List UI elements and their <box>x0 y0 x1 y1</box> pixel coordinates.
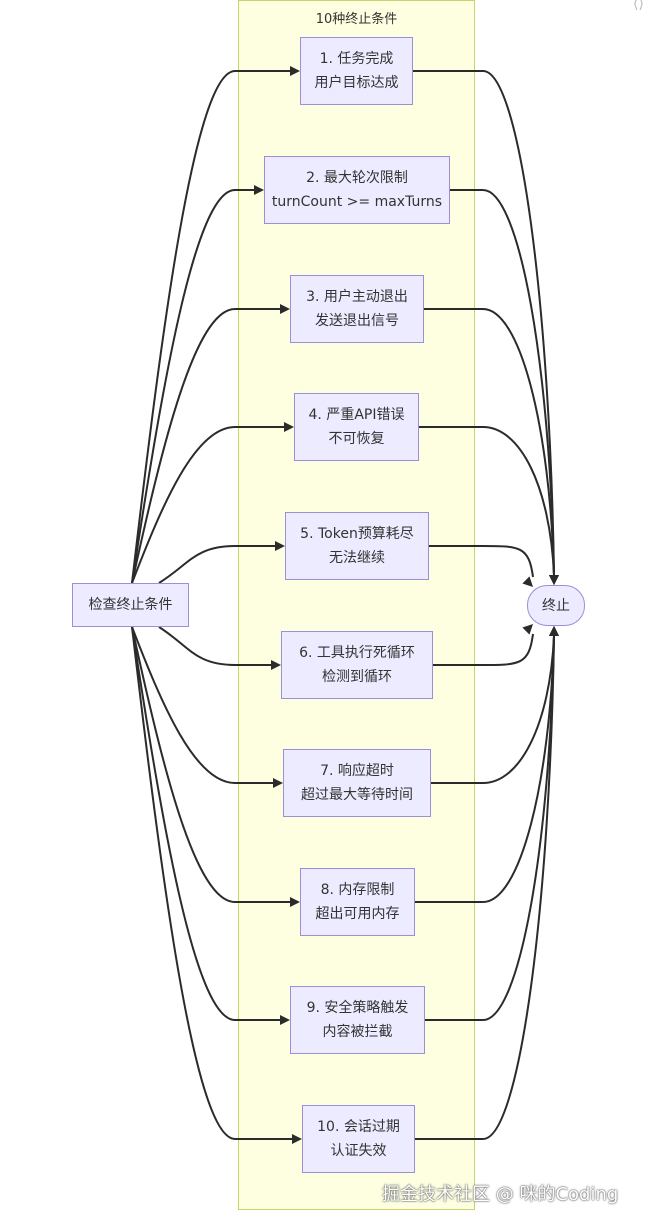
start-node-label: 检查终止条件 <box>88 597 173 613</box>
edge-start-to-condition <box>131 626 290 903</box>
condition-1[interactable]: 1. 任务完成 用户目标达成 <box>300 37 413 105</box>
condition-title: 6. 工具执行死循环 <box>299 645 415 661</box>
edge-condition-to-end <box>415 635 555 1140</box>
edge-start-to-condition <box>158 545 275 584</box>
condition-detail: 用户目标达成 <box>314 75 399 91</box>
edge-start-to-condition <box>131 308 280 584</box>
condition-9[interactable]: 9. 安全策略触发 内容被拦截 <box>290 986 425 1054</box>
condition-8[interactable]: 8. 内存限制 超出可用内存 <box>300 868 415 936</box>
condition-2[interactable]: 2. 最大轮次限制 turnCount >= maxTurns <box>264 156 450 224</box>
edge-arrowhead <box>292 1134 302 1144</box>
condition-detail: 发送退出信号 <box>315 313 399 329</box>
condition-detail: 无法继续 <box>329 550 385 566</box>
condition-5[interactable]: 5. Token预算耗尽 无法继续 <box>285 512 429 580</box>
edge-arrowhead <box>280 1015 290 1025</box>
edge-arrowhead <box>284 422 294 432</box>
edge-start-to-condition <box>131 189 254 584</box>
condition-detail: 内容被拦截 <box>322 1024 393 1040</box>
edge-condition-to-end <box>433 633 534 666</box>
condition-detail: 认证失效 <box>330 1143 387 1159</box>
edge-arrowhead <box>522 576 533 587</box>
edge-condition-to-end <box>429 545 534 578</box>
edge-arrowhead <box>271 660 281 670</box>
edge-condition-to-end <box>425 635 555 1021</box>
edge-arrowhead <box>254 185 264 195</box>
condition-title: 3. 用户主动退出 <box>306 289 408 305</box>
cluster-title: 10种终止条件 <box>315 12 398 27</box>
condition-title: 2. 最大轮次限制 <box>306 170 408 186</box>
edge-start-to-condition <box>131 626 292 1140</box>
condition-7[interactable]: 7. 响应超时 超过最大等待时间 <box>283 749 431 817</box>
condition-detail: 检测到循环 <box>322 669 392 685</box>
edge-arrowhead <box>275 541 285 551</box>
edge-start-to-condition <box>131 426 284 584</box>
condition-detail: turnCount >= maxTurns <box>271 194 443 210</box>
condition-title: 7. 响应超时 <box>320 763 394 779</box>
edge-start-to-condition <box>131 626 273 784</box>
watermark: 掘金技术社区 @ 咪的Coding <box>382 1184 619 1205</box>
condition-title: 9. 安全策略触发 <box>306 1000 409 1016</box>
edge-condition-to-end <box>450 189 555 576</box>
condition-detail: 超过最大等待时间 <box>301 787 413 803</box>
edge-arrowhead <box>522 624 533 635</box>
edge-start-to-condition <box>131 70 290 584</box>
edge-arrowhead <box>549 575 559 585</box>
condition-title: 4. 严重API错误 <box>308 407 405 423</box>
condition-6[interactable]: 6. 工具执行死循环 检测到循环 <box>281 631 433 699</box>
edge-start-to-condition <box>158 626 271 666</box>
start-node[interactable]: 检查终止条件 <box>72 583 189 627</box>
edge-condition-to-end <box>415 635 555 903</box>
condition-detail: 不可恢复 <box>328 431 385 447</box>
condition-10[interactable]: 10. 会话过期 认证失效 <box>302 1105 415 1173</box>
edge-arrowhead <box>280 304 290 314</box>
condition-detail: 超出可用内存 <box>315 906 400 922</box>
edge-arrowhead <box>549 626 559 636</box>
condition-4[interactable]: 4. 严重API错误 不可恢复 <box>294 393 419 461</box>
edge-condition-to-end <box>424 308 555 576</box>
condition-title: 8. 内存限制 <box>320 882 395 898</box>
condition-title: 10. 会话过期 <box>317 1119 400 1135</box>
edge-condition-to-end <box>413 70 555 576</box>
edge-start-to-condition <box>131 626 280 1021</box>
condition-title: 5. Token预算耗尽 <box>300 526 414 542</box>
edge-arrowhead <box>273 778 283 788</box>
edge-condition-to-end <box>419 426 555 576</box>
condition-3[interactable]: 3. 用户主动退出 发送退出信号 <box>290 275 424 343</box>
end-node-label: 终止 <box>542 597 570 614</box>
edge-arrowhead <box>290 897 300 907</box>
edge-arrowhead <box>290 66 300 76</box>
corner-icon: ⟨⟩ <box>633 0 644 12</box>
end-node[interactable]: 终止 <box>527 585 585 626</box>
edge-condition-to-end <box>431 635 555 784</box>
condition-title: 1. 任务完成 <box>319 51 394 67</box>
